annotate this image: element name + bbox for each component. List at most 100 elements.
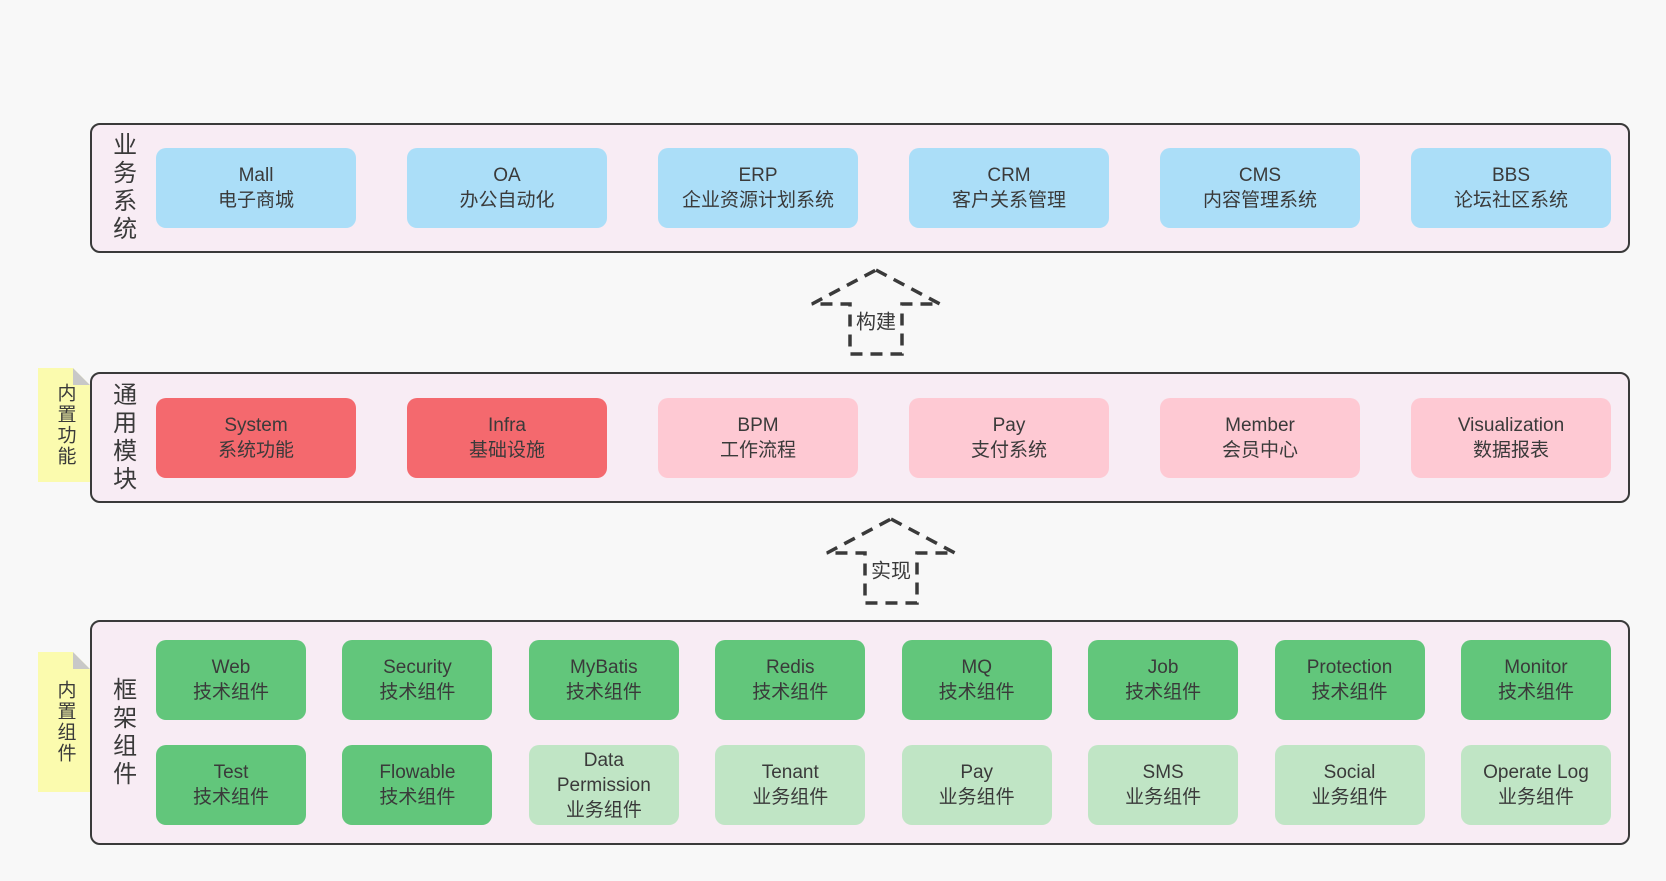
box-subtitle: 技术组件 bbox=[379, 682, 456, 703]
box-oa: OA 办公自动化 bbox=[407, 148, 607, 228]
box-subtitle: 业务组件 bbox=[938, 787, 1015, 808]
box-subtitle: 业务组件 bbox=[1311, 787, 1388, 808]
section-label-framework-components: 框架组件 bbox=[108, 676, 136, 789]
dashed-up-arrow-icon bbox=[811, 268, 941, 356]
box-mq: MQ 技术组件 bbox=[901, 640, 1052, 720]
box-subtitle: 技术组件 bbox=[1125, 682, 1202, 703]
folded-corner-icon bbox=[73, 368, 90, 385]
box-title: OA bbox=[493, 165, 521, 186]
box-subtitle: 业务组件 bbox=[752, 787, 829, 808]
box-title: Protection bbox=[1306, 657, 1393, 678]
arrow-build: 构建 bbox=[809, 268, 943, 356]
box-subtitle: 支付系统 bbox=[970, 439, 1047, 461]
box-pay-business: Pay 业务组件 bbox=[901, 745, 1052, 825]
section-common-modules: 通用模块 System 系统功能 Infra 基础设施 BPM 工作流程 Pay… bbox=[90, 372, 1630, 503]
box-title: Visualization bbox=[1457, 414, 1565, 436]
folded-corner-icon bbox=[73, 652, 90, 669]
box-subtitle: 业务组件 bbox=[1125, 787, 1202, 808]
box-title: ERP bbox=[738, 165, 778, 186]
box-member: Member 会员中心 bbox=[1160, 397, 1360, 478]
box-subtitle: 技术组件 bbox=[1311, 682, 1388, 703]
box-infra: Infra 基础设施 bbox=[407, 397, 607, 478]
box-subtitle: 办公自动化 bbox=[459, 190, 555, 211]
box-pay: Pay 支付系统 bbox=[909, 397, 1109, 478]
box-title: Data Permission bbox=[556, 749, 651, 796]
box-subtitle: 数据报表 bbox=[1472, 439, 1549, 461]
box-job: Job 技术组件 bbox=[1088, 640, 1239, 720]
arrow-label: 实现 bbox=[871, 560, 911, 583]
box-title: MyBatis bbox=[570, 657, 638, 678]
box-title: Pay bbox=[992, 414, 1026, 436]
box-crm: CRM 客户关系管理 bbox=[909, 148, 1109, 228]
box-row: System 系统功能 Infra 基础设施 BPM 工作流程 Pay 支付系统… bbox=[156, 397, 1611, 478]
box-visualization: Visualization 数据报表 bbox=[1411, 397, 1611, 478]
box-subtitle: 技术组件 bbox=[565, 682, 642, 703]
box-test: Test 技术组件 bbox=[156, 745, 306, 825]
box-subtitle: 工作流程 bbox=[719, 439, 796, 461]
section-label-common-modules: 通用模块 bbox=[108, 381, 136, 494]
box-monitor: Monitor 技术组件 bbox=[1460, 640, 1611, 720]
box-title: Test bbox=[213, 762, 249, 783]
box-protection: Protection 技术组件 bbox=[1274, 640, 1425, 720]
box-title: Operate Log bbox=[1483, 762, 1589, 783]
box-title: System bbox=[224, 414, 288, 436]
box-subtitle: 基础设施 bbox=[468, 439, 545, 461]
box-cms: CMS 内容管理系统 bbox=[1160, 148, 1360, 228]
box-data-permission: Data Permission 业务组件 bbox=[528, 745, 679, 825]
box-title: BPM bbox=[737, 414, 779, 436]
box-title: Monitor bbox=[1504, 657, 1568, 678]
box-title: Job bbox=[1147, 657, 1179, 678]
box-subtitle: 技术组件 bbox=[938, 682, 1015, 703]
box-row: Mall 电子商城 OA 办公自动化 ERP 企业资源计划系统 CRM 客户关系… bbox=[156, 148, 1611, 228]
box-title: Infra bbox=[487, 414, 527, 436]
sticky-note-builtin-components: 内置组件 bbox=[38, 652, 90, 792]
box-bpm: BPM 工作流程 bbox=[658, 397, 858, 478]
box-subtitle: 技术组件 bbox=[379, 787, 456, 808]
box-web: Web 技术组件 bbox=[156, 640, 306, 720]
box-title: CMS bbox=[1238, 165, 1282, 186]
box-subtitle: 技术组件 bbox=[192, 682, 269, 703]
box-flowable: Flowable 技术组件 bbox=[342, 745, 493, 825]
box-subtitle: 论坛社区系统 bbox=[1453, 190, 1568, 211]
box-system: System 系统功能 bbox=[156, 397, 356, 478]
box-erp: ERP 企业资源计划系统 bbox=[658, 148, 858, 228]
box-title: Social bbox=[1323, 762, 1376, 783]
sticky-note-text: 内置组件 bbox=[54, 680, 76, 764]
box-title: Mall bbox=[238, 165, 274, 186]
box-title: Security bbox=[383, 657, 452, 678]
box-operate-log: Operate Log 业务组件 bbox=[1460, 745, 1611, 825]
box-title: Web bbox=[211, 657, 251, 678]
box-subtitle: 电子商城 bbox=[217, 190, 294, 211]
arrow-label: 构建 bbox=[856, 311, 896, 334]
box-title: Tenant bbox=[761, 762, 819, 783]
box-title: MQ bbox=[961, 657, 992, 678]
box-tenant: Tenant 业务组件 bbox=[715, 745, 866, 825]
box-subtitle: 技术组件 bbox=[192, 787, 269, 808]
box-subtitle: 技术组件 bbox=[1497, 682, 1574, 703]
box-title: Flowable bbox=[379, 762, 456, 783]
box-subtitle: 企业资源计划系统 bbox=[681, 190, 834, 211]
box-subtitle: 技术组件 bbox=[752, 682, 829, 703]
section-framework-components: 框架组件 Web 技术组件 Security 技术组件 MyBatis 技术组件… bbox=[90, 620, 1630, 845]
box-title: Member bbox=[1225, 414, 1295, 436]
box-social: Social 业务组件 bbox=[1274, 745, 1425, 825]
section-label-business-systems: 业务系统 bbox=[108, 132, 136, 244]
box-row: Web 技术组件 Security 技术组件 MyBatis 技术组件 Redi… bbox=[156, 640, 1611, 720]
sticky-note-builtin-features: 内置功能 bbox=[38, 368, 90, 482]
box-title: SMS bbox=[1142, 762, 1184, 783]
box-subtitle: 业务组件 bbox=[1497, 787, 1574, 808]
sticky-note-text: 内置功能 bbox=[54, 383, 76, 467]
box-title: Redis bbox=[765, 657, 815, 678]
box-bbs: BBS 论坛社区系统 bbox=[1411, 148, 1611, 228]
box-sms: SMS 业务组件 bbox=[1088, 745, 1239, 825]
box-title: CRM bbox=[987, 165, 1031, 186]
box-mybatis: MyBatis 技术组件 bbox=[528, 640, 679, 720]
dashed-up-arrow-icon bbox=[826, 517, 956, 605]
box-subtitle: 业务组件 bbox=[565, 799, 642, 821]
box-redis: Redis 技术组件 bbox=[715, 640, 866, 720]
arrow-implement: 实现 bbox=[824, 517, 958, 605]
box-title: Pay bbox=[960, 762, 994, 783]
box-subtitle: 内容管理系统 bbox=[1202, 190, 1317, 211]
box-mall: Mall 电子商城 bbox=[156, 148, 356, 228]
